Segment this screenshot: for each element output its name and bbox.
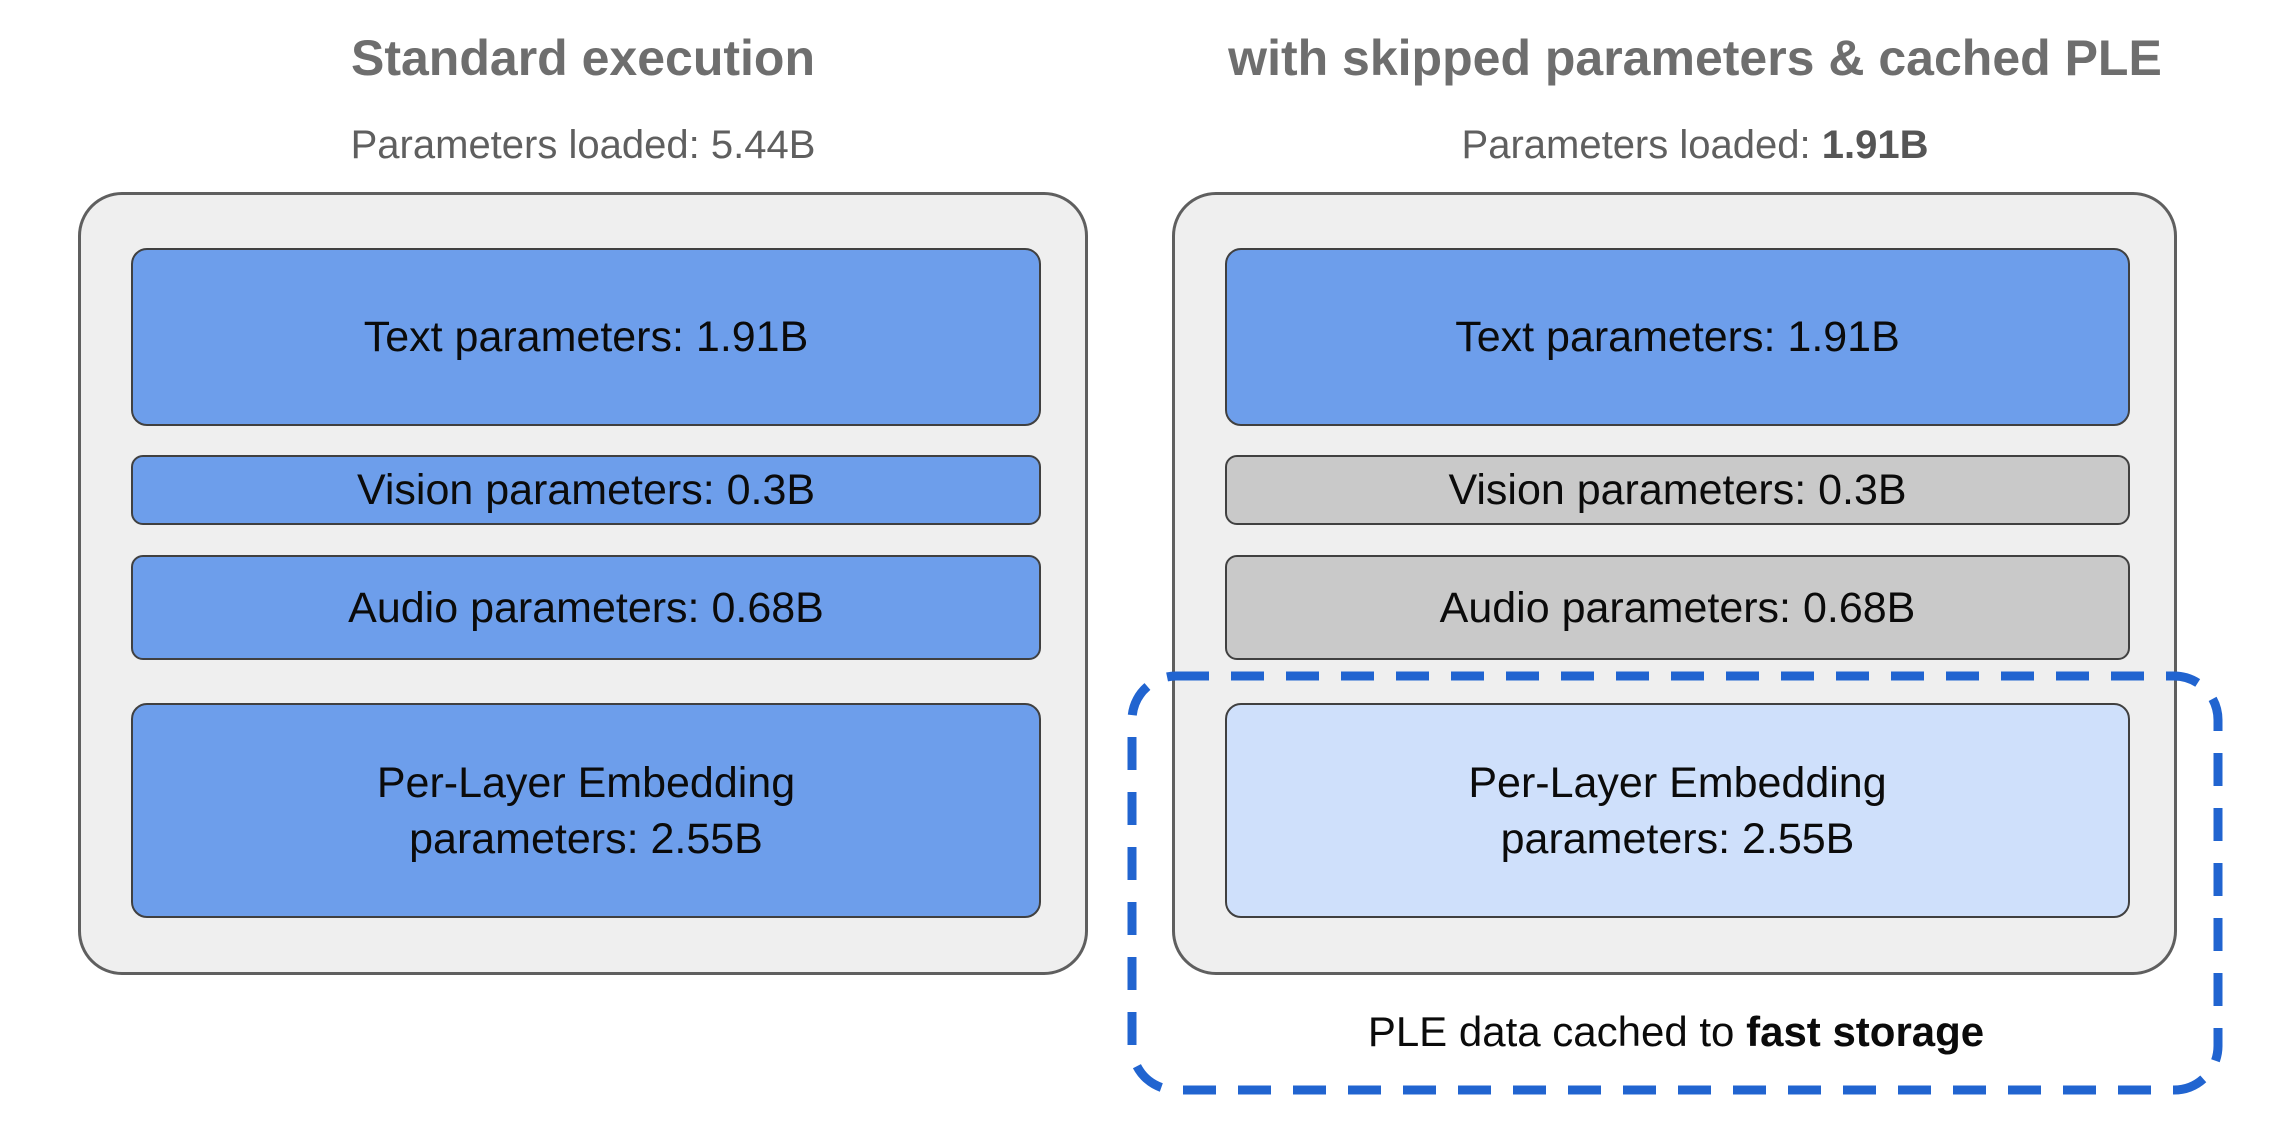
left-vision-parameters-label: Vision parameters: 0.3B bbox=[356, 466, 816, 514]
right-column-subtitle: Parameters loaded: 1.91B bbox=[1150, 120, 2240, 172]
right-subtitle-label: Parameters loaded: bbox=[1461, 123, 1811, 167]
left-per-layer-embedding-box: Per-Layer Embedding parameters: 2.55B bbox=[131, 703, 1041, 918]
left-audio-parameters-label: Audio parameters: 0.68B bbox=[348, 583, 824, 632]
right-subtitle-value: 1.91B bbox=[1821, 123, 1929, 167]
ple-cache-caption: PLE data cached to fast storage bbox=[1133, 1006, 2219, 1060]
right-text-parameters-box: Text parameters: 1.91B bbox=[1225, 248, 2130, 426]
left-per-layer-embedding-label: Per-Layer Embedding parameters: 2.55B bbox=[376, 758, 796, 863]
right-text-parameters-label: Text parameters: 1.91B bbox=[1455, 313, 1900, 361]
ple-cache-caption-prefix: PLE data cached to bbox=[1367, 1008, 1735, 1055]
left-column-title: Standard execution bbox=[351, 30, 815, 86]
right-column-title: with skipped parameters & cached PLE bbox=[1228, 30, 2162, 86]
left-vision-parameters-box: Vision parameters: 0.3B bbox=[131, 455, 1041, 525]
left-text-parameters-box: Text parameters: 1.91B bbox=[131, 248, 1041, 426]
right-audio-parameters-box-skipped: Audio parameters: 0.68B bbox=[1225, 555, 2130, 660]
left-subtitle-value: 5.44B bbox=[710, 123, 816, 167]
right-vision-parameters-box-skipped: Vision parameters: 0.3B bbox=[1225, 455, 2130, 525]
left-audio-parameters-box: Audio parameters: 0.68B bbox=[131, 555, 1041, 660]
right-vision-parameters-label: Vision parameters: 0.3B bbox=[1448, 466, 1907, 514]
standard-execution-container: Text parameters: 1.91B Vision parameters… bbox=[78, 192, 1088, 975]
left-text-parameters-label: Text parameters: 1.91B bbox=[363, 313, 809, 361]
cached-ple-execution-container: Text parameters: 1.91B Vision parameters… bbox=[1172, 192, 2177, 975]
left-column-subtitle: Parameters loaded: 5.44B bbox=[0, 120, 1166, 172]
ple-cache-caption-emphasis: fast storage bbox=[1746, 1008, 1985, 1055]
right-per-layer-embedding-label: Per-Layer Embedding parameters: 2.55B bbox=[1468, 758, 1887, 863]
left-subtitle-label: Parameters loaded: bbox=[350, 123, 700, 167]
right-per-layer-embedding-box-cached: Per-Layer Embedding parameters: 2.55B bbox=[1225, 703, 2130, 918]
right-audio-parameters-label: Audio parameters: 0.68B bbox=[1439, 583, 1916, 632]
